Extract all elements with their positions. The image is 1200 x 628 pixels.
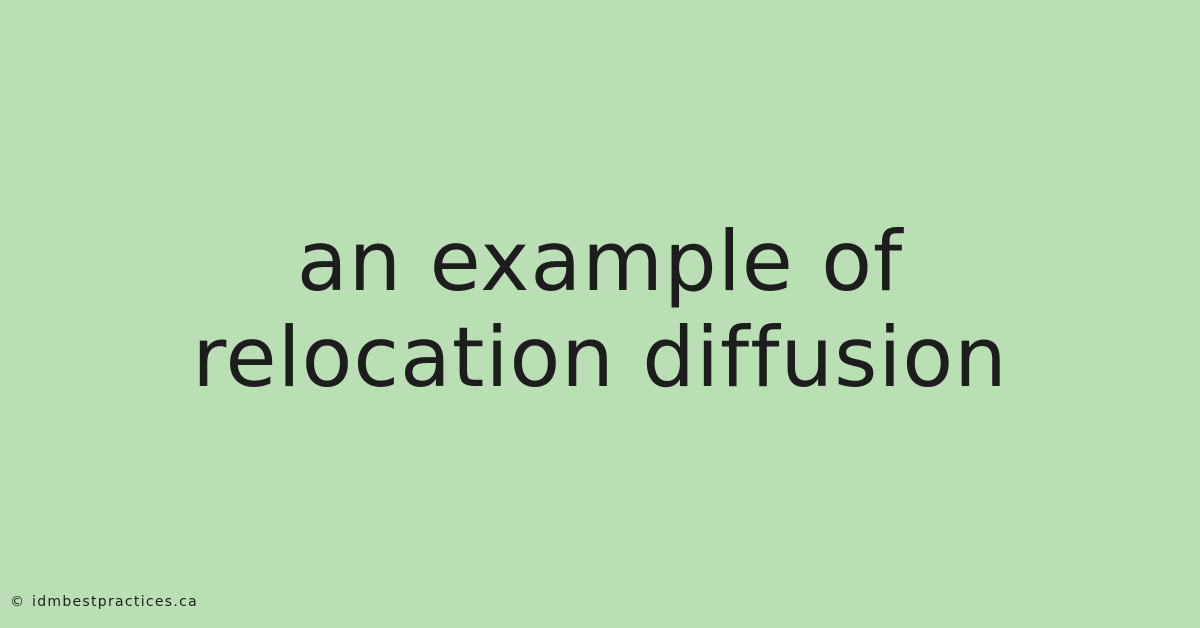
copyright-icon: © — [10, 594, 24, 610]
site-domain: idmbestpractices.ca — [32, 594, 199, 610]
page-title: an example of relocation diffusion — [192, 213, 1008, 406]
footer-credit: © idmbestpractices.ca — [10, 592, 198, 612]
